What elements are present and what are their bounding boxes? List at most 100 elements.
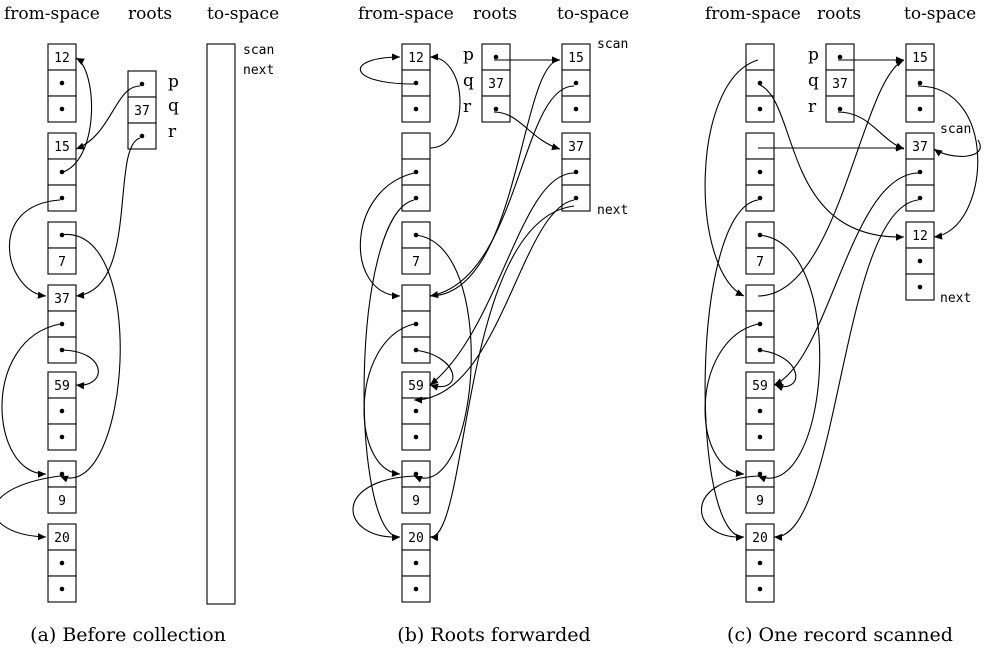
pointer-dot <box>573 80 579 86</box>
from-space-record: 9 <box>401 460 431 514</box>
pointer-dot <box>139 133 145 139</box>
from-space-record: 59 <box>47 371 77 451</box>
pointer-dot <box>757 586 763 592</box>
pointer-dot <box>573 106 579 112</box>
roots-record: 37 <box>481 43 511 123</box>
root-cell: 37 <box>481 69 511 97</box>
pointer-dot <box>59 586 65 592</box>
root-label-p: p <box>463 45 474 65</box>
record-cell <box>401 575 431 603</box>
record-cell: 12 <box>47 43 77 71</box>
pointer-arrow <box>933 139 981 157</box>
record-cell <box>401 423 431 451</box>
record-cell <box>905 95 935 123</box>
from-space-record: 12 <box>47 43 77 123</box>
scan-pointer-label: scan <box>940 122 971 137</box>
pointer-arrow <box>757 59 905 297</box>
record-cell <box>401 397 431 425</box>
record-cell <box>47 69 77 97</box>
pointer-arrow <box>352 475 415 541</box>
pointer-dot <box>757 169 763 175</box>
from-space-record: 7 <box>47 221 77 275</box>
record-cell <box>401 95 431 123</box>
to-space-record: 37 <box>561 132 591 212</box>
record-cell <box>745 310 775 338</box>
from-space-record: 7 <box>745 221 775 275</box>
cell-value: 7 <box>58 255 66 270</box>
record-cell <box>905 158 935 186</box>
pointer-arrow <box>1 323 61 478</box>
record-cell: 15 <box>561 43 591 71</box>
record-cell <box>905 273 935 301</box>
next-pointer-label: next <box>597 203 628 218</box>
record-cell <box>401 284 431 312</box>
root-label-q: q <box>808 71 819 91</box>
pointer-arrow <box>704 199 759 541</box>
cell-value: 15 <box>54 140 70 155</box>
pointer-dot <box>59 560 65 566</box>
pointer-arrow <box>757 234 821 483</box>
pointer-dot <box>757 471 763 477</box>
pointer-arrow <box>359 172 415 300</box>
pointer-arrow <box>704 323 759 477</box>
record-cell <box>745 43 775 71</box>
roots-header: roots <box>128 4 172 24</box>
to-space-record: 37 <box>905 132 935 212</box>
from-space-record: 59 <box>401 371 431 451</box>
pointer-dot <box>413 471 419 477</box>
pointer-dot <box>59 321 65 327</box>
pointer-arrow <box>59 349 99 390</box>
pointer-dot <box>573 169 579 175</box>
pointer-dot <box>413 106 419 112</box>
record-cell: 9 <box>401 486 431 514</box>
from-space-record: 9 <box>745 460 775 514</box>
pointer-dot <box>573 195 579 201</box>
pointer-dot <box>59 195 65 201</box>
record-cell: 59 <box>47 371 77 399</box>
root-label-p: p <box>808 45 819 65</box>
cell-value: 37 <box>54 292 70 307</box>
record-cell <box>745 158 775 186</box>
pointer-dot <box>837 106 843 112</box>
record-cell <box>745 95 775 123</box>
from-space-record: 20 <box>401 523 431 603</box>
pointer-dot <box>413 434 419 440</box>
record-cell: 59 <box>745 371 775 399</box>
roots-record: 37 <box>127 70 157 150</box>
pointer-arrow <box>413 199 575 404</box>
cell-value: 9 <box>412 494 420 509</box>
pointer-dot <box>757 106 763 112</box>
record-cell: 9 <box>745 486 775 514</box>
pointer-arrow <box>363 199 415 542</box>
record-cell <box>905 184 935 212</box>
root-label-r: r <box>168 122 177 142</box>
record-cell <box>401 132 431 160</box>
record-cell: 59 <box>401 371 431 399</box>
pointer-dot <box>413 195 419 201</box>
pointer-dot <box>917 284 923 290</box>
pointer-arrow <box>704 59 759 297</box>
pointer-dot <box>413 321 419 327</box>
root-label-r: r <box>808 97 817 117</box>
root-cell: 37 <box>825 69 855 97</box>
roots-header: roots <box>817 4 861 24</box>
pointer-arrow <box>773 199 919 541</box>
to-space-record: 15 <box>905 43 935 123</box>
pointer-arrow <box>429 53 461 149</box>
cell-value: 59 <box>752 379 768 394</box>
pointer-arrow <box>917 85 979 240</box>
pointer-arrow <box>0 475 61 541</box>
root-label-p: p <box>168 72 179 92</box>
pointer-dot <box>413 560 419 566</box>
record-cell: 12 <box>905 221 935 249</box>
record-cell: 12 <box>401 43 431 71</box>
roots-header: roots <box>473 4 517 24</box>
cell-value: 9 <box>58 494 66 509</box>
from-space-record: 15 <box>47 132 77 212</box>
roots-record: 37 <box>825 43 855 123</box>
from-space-record: 59 <box>745 371 775 451</box>
panel-caption: (a) Before collection <box>30 624 226 646</box>
cell-value: 9 <box>756 494 764 509</box>
